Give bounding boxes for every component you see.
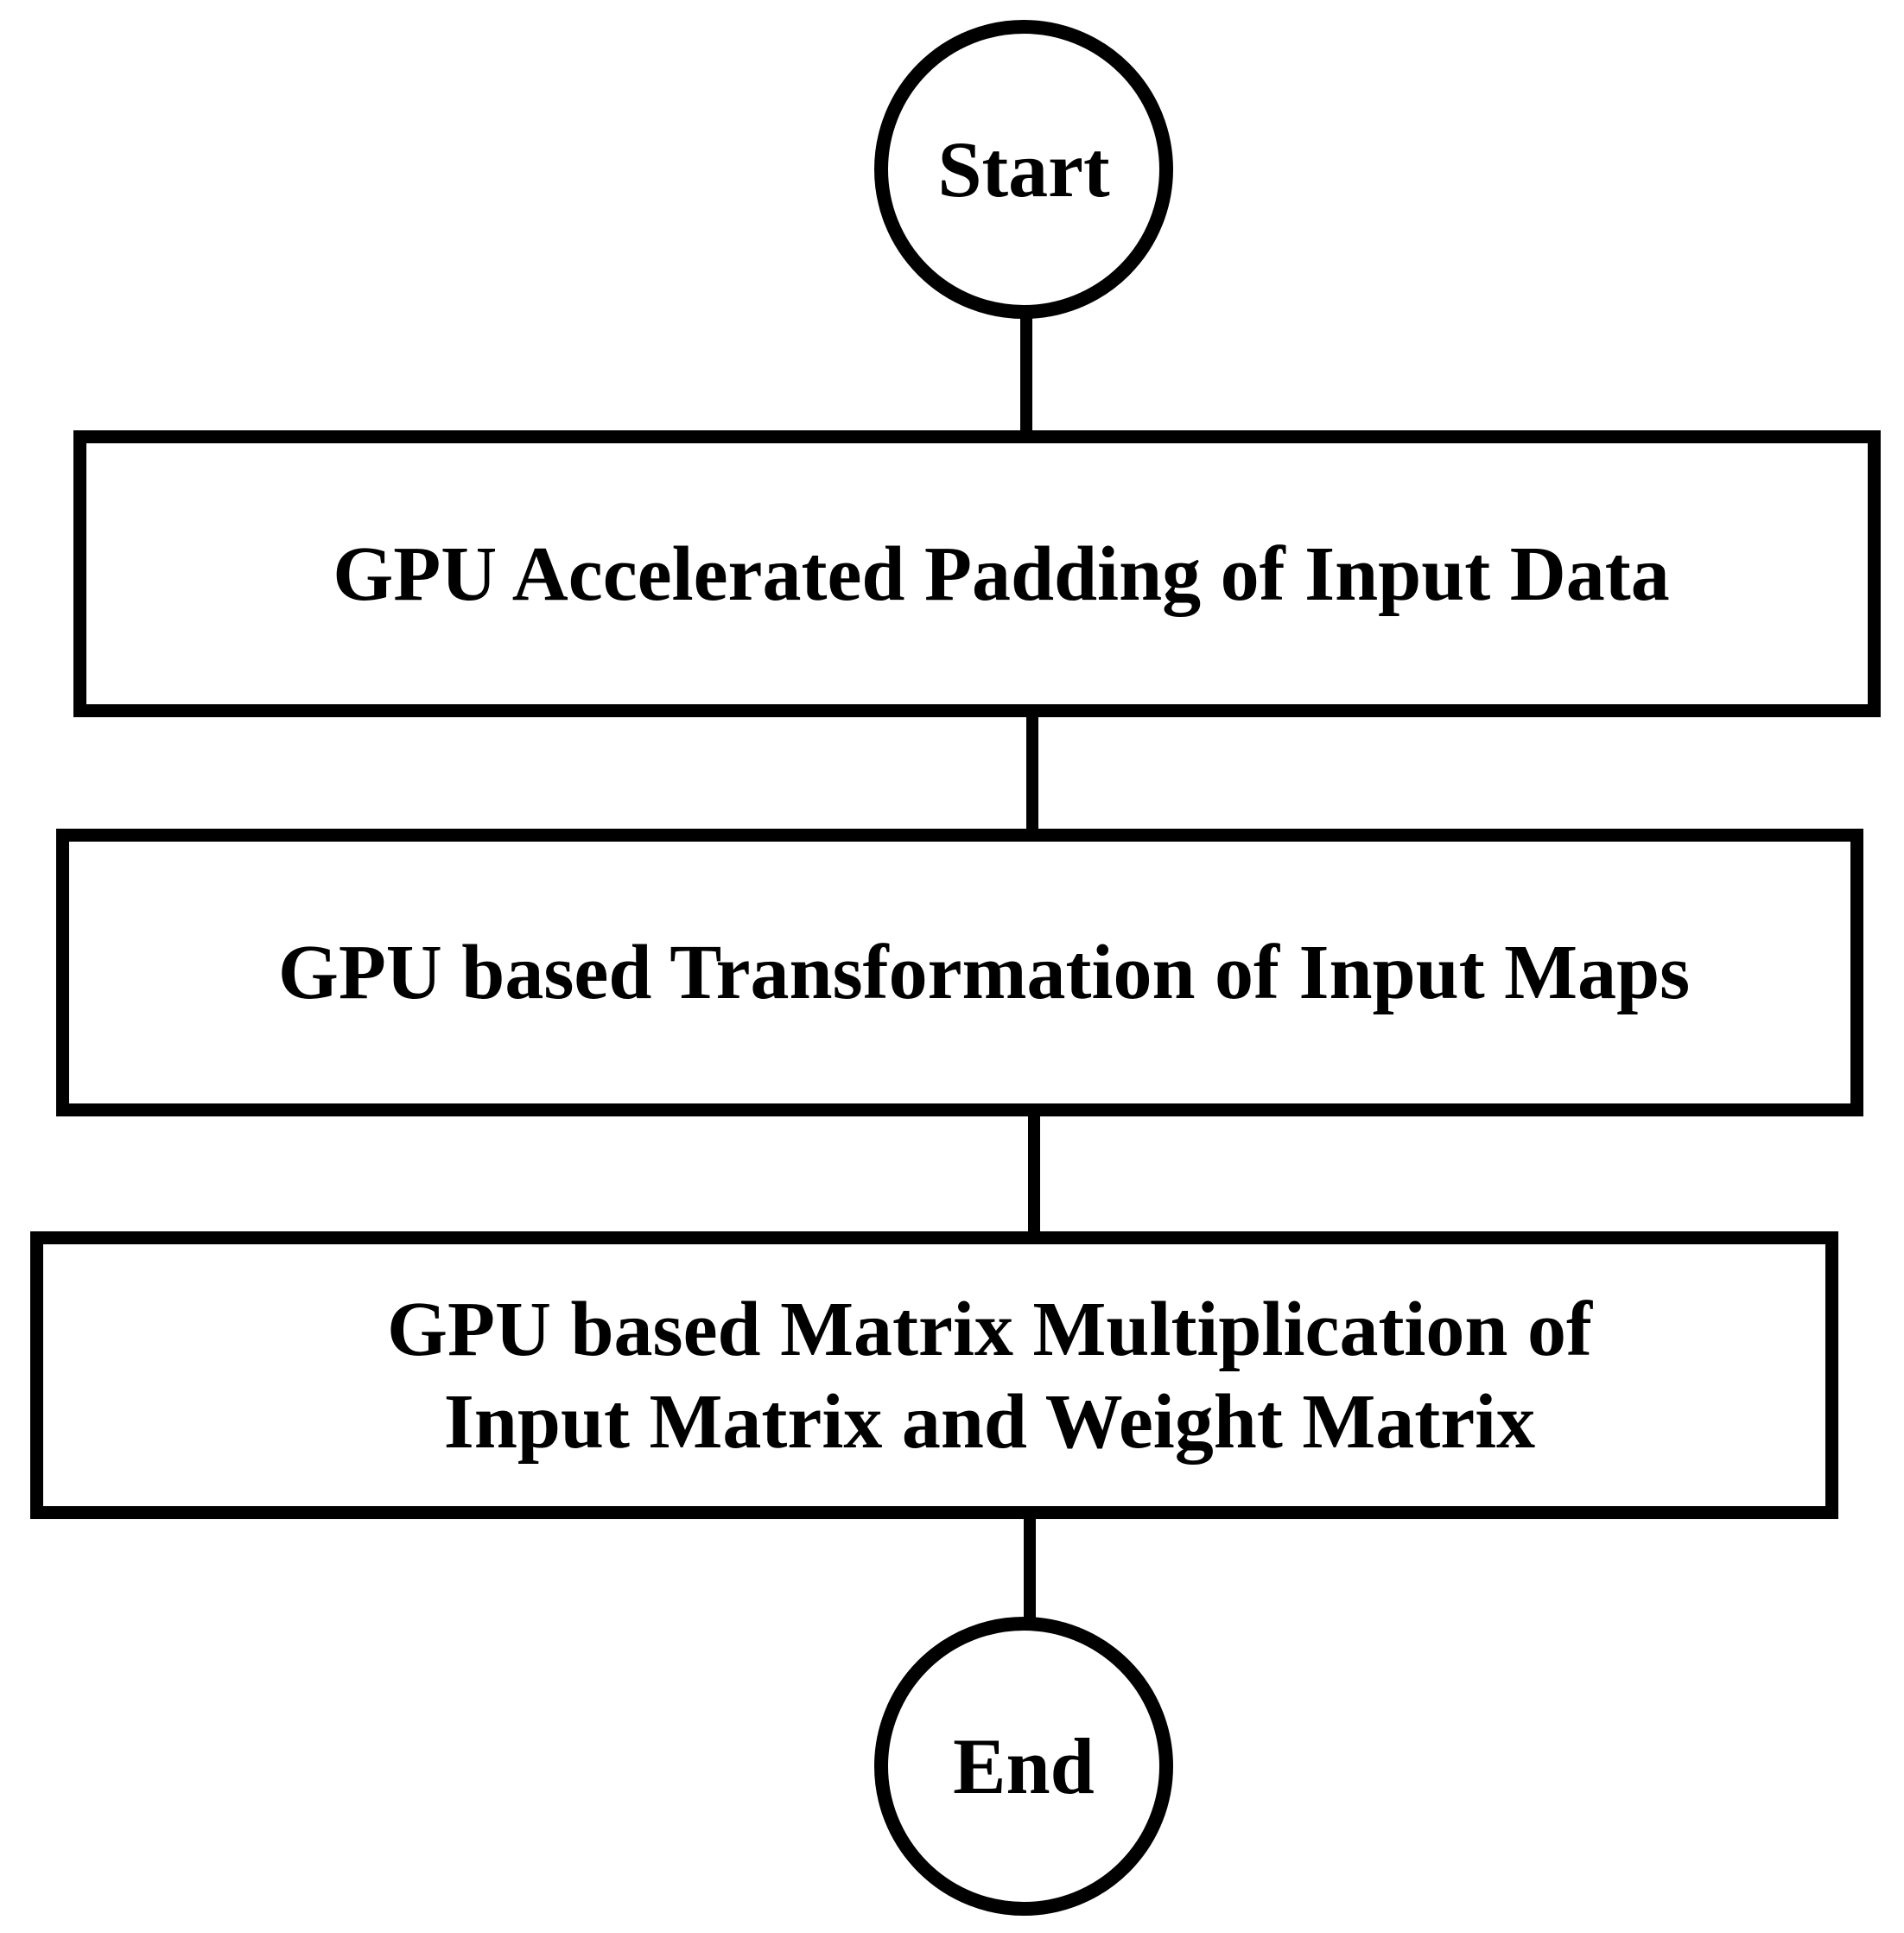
connector-start-to-step1 xyxy=(1020,315,1032,432)
process-step-1-line-1: GPU Accelerated Padding of Input Data xyxy=(333,531,1670,617)
end-node: End xyxy=(874,1617,1173,1916)
process-step-3-text: GPU based Matrix Multiplication of Input… xyxy=(387,1283,1592,1468)
process-step-3-line-2: Input Matrix and Weight Matrix xyxy=(443,1378,1536,1465)
process-step-2-text: GPU based Transformation of Input Maps xyxy=(278,926,1690,1019)
process-step-3-line-1: GPU based Matrix Multiplication of xyxy=(387,1286,1592,1372)
start-node-label: Start xyxy=(937,125,1110,213)
start-node: Start xyxy=(874,20,1173,319)
process-step-2-line-1: GPU based Transformation of Input Maps xyxy=(277,930,1691,1015)
connector-step3-to-end xyxy=(1024,1518,1036,1618)
process-step-3: GPU based Matrix Multiplication of Input… xyxy=(30,1231,1838,1519)
connector-step1-to-step2 xyxy=(1026,715,1038,830)
end-node-label: End xyxy=(953,1722,1095,1810)
process-step-2: GPU based Transformation of Input Maps xyxy=(56,829,1863,1116)
process-step-1-text: GPU Accelerated Padding of Input Data xyxy=(333,528,1669,620)
process-step-1: GPU Accelerated Padding of Input Data xyxy=(73,430,1881,717)
connector-step2-to-step3 xyxy=(1028,1115,1040,1233)
